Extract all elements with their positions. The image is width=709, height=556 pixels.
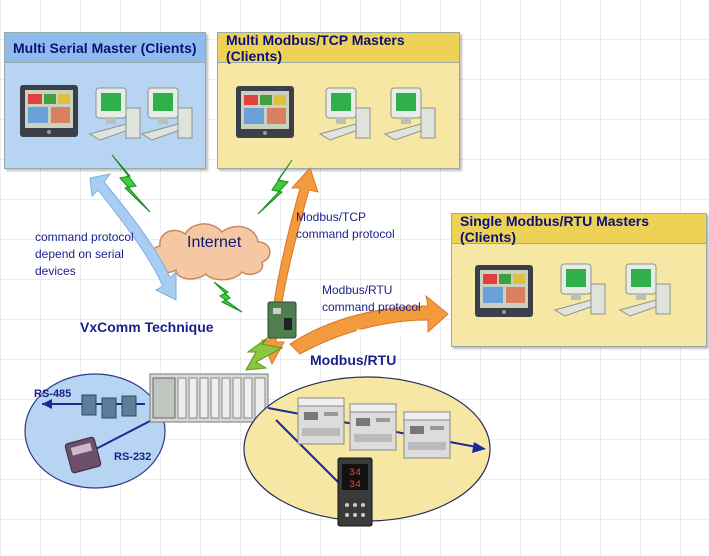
tcp-command-line-2: command protocol	[296, 227, 395, 241]
meter-bottom-reading: 34	[349, 480, 361, 491]
internet-wireless-bolt-icon	[213, 281, 243, 313]
serial-wireless-bolt-icon	[111, 154, 151, 213]
rtu-pc-icon	[554, 263, 606, 317]
tcp-pc-icon	[319, 87, 371, 141]
rtu-pc-icon	[619, 263, 671, 317]
tcp-pc-icon	[384, 87, 436, 141]
tcp-hmi-icon	[236, 86, 294, 138]
serial-pc-icon	[141, 87, 193, 141]
modbus-rtu-bus-arrowhead	[472, 442, 486, 453]
serial-command-line-2: depend on serial	[35, 247, 124, 261]
meter-top-reading: 34	[349, 468, 361, 479]
tcp-command-line-1: Modbus/TCP	[296, 210, 367, 224]
serial-hmi-icon	[20, 85, 78, 137]
vxcomm-arrow	[245, 335, 284, 371]
serial-command-line-3: devices	[35, 264, 76, 278]
rs485-module-icon	[101, 397, 117, 419]
tcp-masters-title: Multi Modbus/TCP Masters (Clients)	[218, 32, 459, 64]
plc-device-icon	[349, 403, 397, 451]
rs485-module-icon	[81, 394, 97, 416]
rs232-label: RS-232	[114, 451, 152, 463]
tcp-command-label: Modbus/TCP command protocol	[296, 209, 395, 243]
rs485-label: RS-485	[34, 388, 72, 400]
temperature-meter-icon	[337, 457, 373, 527]
rtu-command-arrow	[289, 294, 449, 355]
controller-rack-icon	[149, 373, 269, 423]
rs232-line	[89, 419, 153, 453]
serial-pc-icon	[89, 87, 141, 141]
serial-command-arrow	[89, 173, 177, 301]
meter-branch-line	[275, 419, 339, 483]
rs485-bus-arrowhead	[42, 399, 52, 409]
modbus-rtu-label: Modbus/RTU	[310, 352, 397, 368]
rtu-command-label: Modbus/RTU command protocol	[322, 282, 421, 316]
plc-device-icon	[297, 397, 345, 445]
rs232-485-label: RS-232/485	[356, 328, 415, 340]
rtu-command-line-2: command protocol	[322, 300, 421, 314]
gateway-module-icon	[267, 301, 297, 339]
internet-cloud-icon	[151, 223, 271, 281]
internet-label: Internet	[187, 234, 242, 251]
tcp-wireless-bolt-icon	[257, 159, 293, 215]
rtu-masters-title: Single Modbus/RTU Masters (Clients)	[452, 213, 706, 245]
rtu-command-line-1: Modbus/RTU	[322, 283, 393, 297]
plc-device-icon	[403, 411, 451, 459]
rs485-module-icon	[121, 395, 137, 417]
vxcomm-label: VxComm Technique	[80, 319, 214, 335]
rs232-device-icon	[64, 436, 102, 474]
rtu-hmi-icon	[475, 265, 533, 317]
serial-command-line-1: command protocol	[35, 230, 134, 244]
serial-command-label: command protocol depend on serial device…	[35, 229, 134, 280]
serial-masters-title: Multi Serial Master (Clients)	[5, 33, 205, 63]
